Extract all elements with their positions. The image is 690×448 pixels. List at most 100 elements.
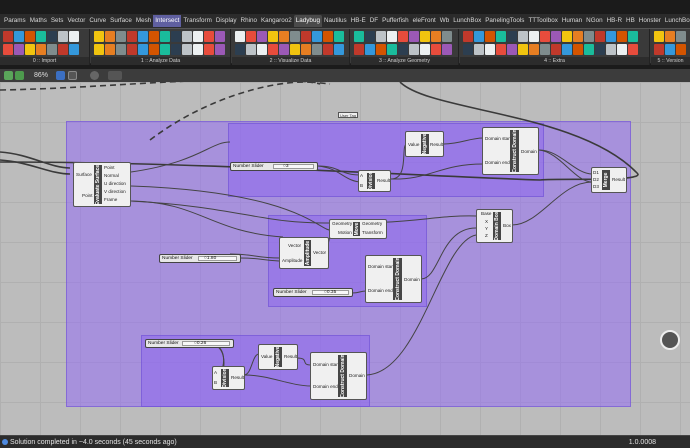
- zoom-extents-icon[interactable]: [68, 71, 77, 80]
- output-domain[interactable]: Domain: [404, 277, 420, 282]
- output-transform[interactable]: Transform: [362, 230, 383, 235]
- input-domain-start[interactable]: Domain start: [485, 136, 512, 141]
- ribbon-tool-icon[interactable]: [69, 43, 79, 55]
- ribbon-tool-icon[interactable]: [312, 31, 322, 42]
- ribbon-group-analyze-data[interactable]: 1 :: Analyze Data: [91, 29, 231, 65]
- ribbon-tool-icon[interactable]: [431, 31, 441, 42]
- ribbon-tool-icon[interactable]: [171, 31, 181, 42]
- number-slider-3[interactable]: Number Slider ○3: [230, 162, 318, 171]
- ribbon-tool-icon[interactable]: [279, 31, 289, 42]
- amplitude-component[interactable]: Vector Amplitude Amplitude Vector: [279, 237, 329, 269]
- ribbon-tool-icon[interactable]: [365, 31, 375, 42]
- input-b[interactable]: B: [214, 380, 218, 385]
- ribbon-tool-icon[interactable]: [334, 43, 344, 55]
- tab-ladybug[interactable]: Ladybug: [293, 15, 322, 27]
- ribbon-tool-icon[interactable]: [606, 31, 616, 42]
- ribbon-tool-icon[interactable]: [540, 31, 550, 42]
- ribbon-tool-icon[interactable]: [606, 43, 616, 55]
- ribbon-tool-icon[interactable]: [387, 31, 397, 42]
- save-file-icon[interactable]: [15, 71, 24, 80]
- ribbon-tool-icon[interactable]: [94, 43, 104, 55]
- ribbon-group-visualize-data[interactable]: 2 :: Visualize Data: [232, 29, 350, 65]
- ribbon-tool-icon[interactable]: [540, 43, 550, 55]
- output-v-direction[interactable]: V direction: [104, 189, 126, 194]
- output-frame[interactable]: Frame: [104, 197, 118, 202]
- tab-lunchbox[interactable]: LunchBox: [453, 17, 482, 24]
- ribbon-tool-icon[interactable]: [628, 31, 638, 42]
- ribbon-tool-icon[interactable]: [595, 43, 605, 55]
- ribbon-tool-icon[interactable]: [47, 31, 57, 42]
- ribbon-tool-icon[interactable]: [485, 31, 495, 42]
- input-vector[interactable]: Vector: [288, 243, 302, 248]
- tab-hb-r[interactable]: HB-R: [606, 17, 623, 24]
- number-slider-0-35[interactable]: Number Slider ○0.35: [273, 288, 353, 297]
- input-amplitude[interactable]: Amplitude: [282, 258, 303, 263]
- ribbon-tool-icon[interactable]: [676, 43, 686, 55]
- output-box[interactable]: Box: [503, 223, 511, 228]
- ribbon-tool-icon[interactable]: [562, 31, 572, 42]
- ribbon-tool-icon[interactable]: [25, 43, 35, 55]
- input-domain-start[interactable]: Domain start: [313, 362, 340, 367]
- merge-component[interactable]: D1 D2 D3 Merge Result: [591, 167, 627, 193]
- slider-track[interactable]: [273, 164, 314, 169]
- ribbon-tool-icon[interactable]: [376, 31, 386, 42]
- tab-tttoolbox[interactable]: TTToolbox: [528, 17, 558, 24]
- division-component-bottom[interactable]: A B Division Result: [212, 366, 245, 390]
- input-value[interactable]: Value: [408, 142, 420, 147]
- ribbon-tool-icon[interactable]: [529, 31, 539, 42]
- tab-hb[interactable]: HB: [626, 17, 635, 24]
- tab-panelingtools[interactable]: PanelingTools: [485, 17, 525, 24]
- output-vector[interactable]: Vector: [313, 250, 327, 255]
- zoom-dropdown-icon[interactable]: [56, 71, 65, 80]
- tab-hb-e[interactable]: HB-E: [350, 17, 366, 24]
- ribbon-tool-icon[interactable]: [127, 43, 137, 55]
- input-a[interactable]: A: [360, 173, 364, 178]
- ribbon-tool-icon[interactable]: [14, 43, 24, 55]
- ribbon-tool-icon[interactable]: [518, 43, 528, 55]
- tab-nautilus[interactable]: Nautilus: [323, 17, 347, 24]
- ribbon-tool-icon[interactable]: [665, 43, 675, 55]
- ribbon-tool-icon[interactable]: [204, 31, 214, 42]
- ribbon-group-analyze-geometry[interactable]: 3 :: Analyze Geometry: [351, 29, 459, 65]
- ribbon-tool-icon[interactable]: [105, 43, 115, 55]
- slider-track[interactable]: [312, 290, 349, 295]
- ribbon-tool-icon[interactable]: [138, 31, 148, 42]
- ribbon-tool-icon[interactable]: [105, 31, 115, 42]
- tab-ngon[interactable]: NGon: [586, 17, 603, 24]
- tab-df[interactable]: DF: [369, 17, 379, 24]
- ribbon-tool-icon[interactable]: [334, 31, 344, 42]
- ribbon-tool-icon[interactable]: [420, 31, 430, 42]
- ribbon-tool-icon[interactable]: [354, 43, 364, 55]
- ribbon-tool-icon[interactable]: [387, 43, 397, 55]
- ribbon-tool-icon[interactable]: [58, 31, 68, 42]
- ribbon-tool-icon[interactable]: [431, 43, 441, 55]
- zoom-level[interactable]: 86%: [34, 72, 49, 79]
- analyze-geometry-icons[interactable]: [354, 31, 455, 55]
- tab-intersect[interactable]: Intersect: [153, 15, 182, 27]
- ribbon-tool-icon[interactable]: [127, 31, 137, 42]
- ribbon-tool-icon[interactable]: [398, 43, 408, 55]
- ribbon-tool-icon[interactable]: [235, 31, 245, 42]
- ribbon-tool-icon[interactable]: [36, 31, 46, 42]
- ribbon-tool-icon[interactable]: [149, 31, 159, 42]
- ribbon-tool-icon[interactable]: [409, 43, 419, 55]
- ribbon-tool-icon[interactable]: [665, 31, 675, 42]
- ribbon-tool-icon[interactable]: [654, 43, 664, 55]
- navigation-wheel-icon[interactable]: [660, 330, 680, 350]
- ribbon-tool-icon[interactable]: [268, 43, 278, 55]
- ribbon-tool-icon[interactable]: [246, 43, 256, 55]
- tab-human[interactable]: Human: [561, 17, 583, 24]
- ribbon-tool-icon[interactable]: [235, 43, 245, 55]
- input-d2[interactable]: D2: [593, 177, 599, 182]
- ribbon-tool-icon[interactable]: [312, 43, 322, 55]
- output-geometry[interactable]: Geometry: [362, 221, 383, 226]
- ribbon-tool-icon[interactable]: [485, 43, 495, 55]
- ribbon-tool-icon[interactable]: [584, 43, 594, 55]
- move-component[interactable]: Geometry Motion Move Geometry Transform: [329, 219, 387, 239]
- ribbon-tool-icon[interactable]: [58, 43, 68, 55]
- ribbon-tool-icon[interactable]: [3, 31, 13, 42]
- construct-domain-component-bottom[interactable]: Domain start Domain end Construct Domain…: [310, 352, 367, 400]
- ribbon-tool-icon[interactable]: [420, 43, 430, 55]
- input-domain-start[interactable]: Domain start: [368, 264, 395, 269]
- tab-pufferfish[interactable]: Pufferfish: [382, 17, 409, 24]
